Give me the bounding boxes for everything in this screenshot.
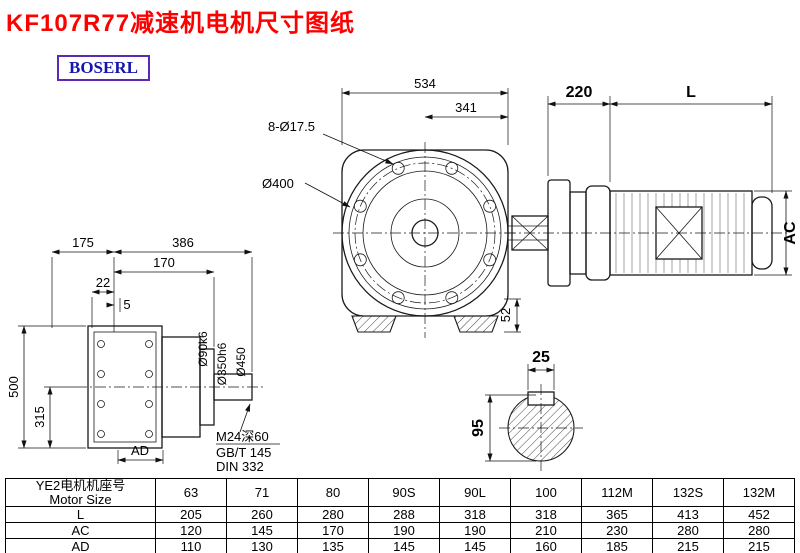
table-cell: 365 bbox=[581, 506, 653, 523]
dim-500: 500 bbox=[6, 376, 21, 398]
dim-5: 5 bbox=[123, 297, 130, 312]
table-cell: 210 bbox=[510, 522, 582, 539]
page-title: KF107R77减速机电机尺寸图纸 bbox=[6, 10, 356, 37]
table-cell: 120 bbox=[155, 522, 227, 539]
table-cell: 160 bbox=[510, 538, 582, 553]
dim-foot-height: 52 bbox=[498, 308, 513, 322]
table-cell: 280 bbox=[723, 522, 795, 539]
dim-170: 170 bbox=[153, 255, 175, 270]
size-column-header: 100 bbox=[510, 478, 582, 507]
size-column-header: 80 bbox=[297, 478, 369, 507]
dim-section-dia: 95 bbox=[470, 419, 487, 437]
table-cell: 190 bbox=[368, 522, 440, 539]
dim-partial-width: 341 bbox=[455, 100, 477, 115]
table-cell: 452 bbox=[723, 506, 795, 523]
table-cell: 215 bbox=[723, 538, 795, 553]
shaft-dia-label: Ø90k6 bbox=[196, 331, 210, 367]
bolt-holes bbox=[353, 161, 497, 305]
dim-motor-height: AC bbox=[782, 221, 799, 245]
dim-total-width: 534 bbox=[414, 76, 436, 91]
size-column-header: 132S bbox=[652, 478, 724, 507]
front-view: 534 341 8-Ø17.5 Ø400 52 bbox=[262, 76, 521, 338]
dim-386: 386 bbox=[172, 235, 194, 250]
standard-2: DIN 332 bbox=[216, 459, 264, 474]
table-cell: 280 bbox=[652, 522, 724, 539]
flange-od-label: Ø450 bbox=[234, 347, 248, 377]
row-label: L bbox=[5, 506, 156, 523]
table-cell: 280 bbox=[297, 506, 369, 523]
table-cell: 135 bbox=[297, 538, 369, 553]
dim-ad: AD bbox=[131, 443, 149, 458]
table-cell: 170 bbox=[297, 522, 369, 539]
table-cell: 145 bbox=[226, 522, 298, 539]
row-label: AC bbox=[5, 522, 156, 539]
size-column-header: 90L bbox=[439, 478, 511, 507]
size-column-header: 90S bbox=[368, 478, 440, 507]
table-cell: 130 bbox=[226, 538, 298, 553]
table-cell: 230 bbox=[581, 522, 653, 539]
mounting-foot-right bbox=[453, 315, 499, 333]
size-column-header: 132M bbox=[723, 478, 795, 507]
table-cell: 413 bbox=[652, 506, 724, 523]
table-header-cell: YE2电机机座号 Motor Size bbox=[5, 478, 156, 507]
table-cell: 145 bbox=[439, 538, 511, 553]
table-cell: 185 bbox=[581, 538, 653, 553]
table-cell: 145 bbox=[368, 538, 440, 553]
bolt-holes-label: 8-Ø17.5 bbox=[268, 119, 315, 134]
standard-1: GB/T 145 bbox=[216, 445, 271, 460]
table-header-cn: YE2电机机座号 bbox=[35, 478, 126, 493]
table-cell: 110 bbox=[155, 538, 227, 553]
table-header-en: Motor Size bbox=[49, 492, 112, 507]
table-cell: 288 bbox=[368, 506, 440, 523]
size-column-header: 112M bbox=[581, 478, 653, 507]
table-cell: 318 bbox=[439, 506, 511, 523]
dim-key-width: 25 bbox=[532, 349, 550, 366]
dim-315: 315 bbox=[32, 406, 47, 428]
table-row-L: L 205 260 280 288 318 318 365 413 452 bbox=[5, 506, 795, 523]
table-cell: 205 bbox=[155, 506, 227, 523]
table-row-AC: AC 120 145 170 190 190 210 230 280 280 bbox=[5, 522, 795, 539]
spigot-dia-label: Ø350h6 bbox=[215, 342, 229, 385]
shaft-section: 25 95 bbox=[470, 349, 583, 472]
table-header-row: YE2电机机座号 Motor Size 63 71 80 90S 90L 100… bbox=[5, 478, 795, 507]
table-row-AD: AD 110 130 135 145 145 160 185 215 215 bbox=[5, 538, 795, 553]
row-label: AD bbox=[5, 538, 156, 553]
dim-adapter-length: 220 bbox=[566, 84, 593, 101]
dim-22: 22 bbox=[96, 275, 110, 290]
size-column-header: 71 bbox=[226, 478, 298, 507]
table-cell: 215 bbox=[652, 538, 724, 553]
dim-motor-length: L bbox=[686, 84, 696, 101]
motor-view: 220 L AC bbox=[505, 84, 799, 287]
flange-dia-label: Ø400 bbox=[262, 176, 294, 191]
table-cell: 190 bbox=[439, 522, 511, 539]
mounting-foot-left bbox=[351, 315, 397, 333]
table-cell: 260 bbox=[226, 506, 298, 523]
size-column-header: 63 bbox=[155, 478, 227, 507]
motor-size-table: YE2电机机座号 Motor Size 63 71 80 90S 90L 100… bbox=[5, 478, 795, 553]
table-cell: 318 bbox=[510, 506, 582, 523]
brand-logo: BOSERL bbox=[57, 55, 150, 81]
dim-175: 175 bbox=[72, 235, 94, 250]
side-view: 175 386 170 22 5 500 315 Ø90k6 Ø350h6 Ø4… bbox=[6, 235, 280, 474]
housing-bolts bbox=[97, 340, 153, 438]
tap-spec: M24深60 bbox=[216, 429, 269, 444]
